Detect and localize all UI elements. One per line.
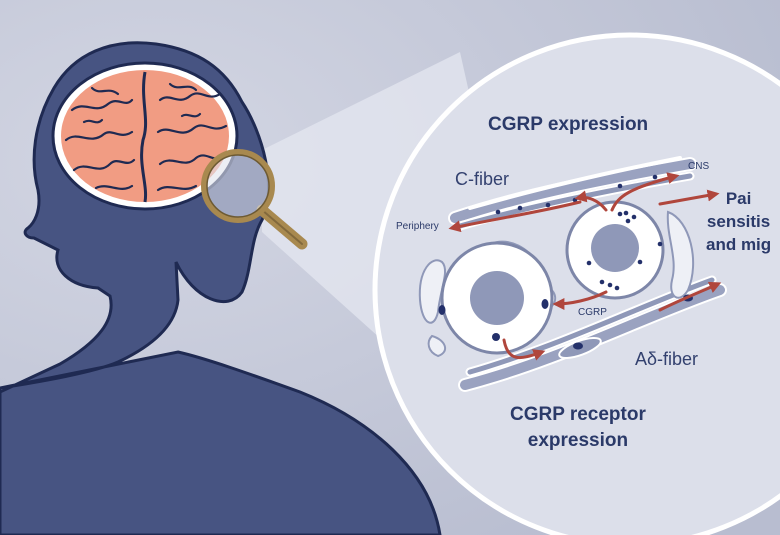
arrow-cns-fork (574, 190, 608, 212)
arrow-to-cns (610, 172, 680, 212)
zoom-circle (372, 32, 780, 535)
arrow-to-pain (658, 189, 720, 206)
magnifying-glass-icon (201, 149, 308, 250)
arrow-cgrp-to-soma (552, 290, 608, 310)
periphery-label: Periphery (396, 221, 439, 232)
arrow-to-periphery (448, 200, 582, 233)
neuron-soma-right (565, 200, 665, 300)
pain-sensitisation-label: Pai sensitis and mig (706, 189, 772, 254)
cns-label: CNS (688, 161, 710, 172)
a-delta-fiber-label: Aδ-fiber (635, 349, 699, 369)
cgrp-label: CGRP (578, 307, 607, 318)
arrow-receptor-to-adelta (502, 338, 546, 361)
cgrp-receptor-expression-title: CGRP receptor expression (510, 404, 646, 451)
neuron-soma-left (440, 241, 554, 355)
cgrp-vesicles (495, 174, 663, 291)
arrow-adelta-forward (658, 281, 722, 312)
c-fiber-label: C-fiber (455, 169, 510, 189)
signal-arrows (448, 172, 722, 361)
brain-icon (51, 61, 239, 211)
cgrp-expression-title: CGRP expression (488, 114, 649, 135)
